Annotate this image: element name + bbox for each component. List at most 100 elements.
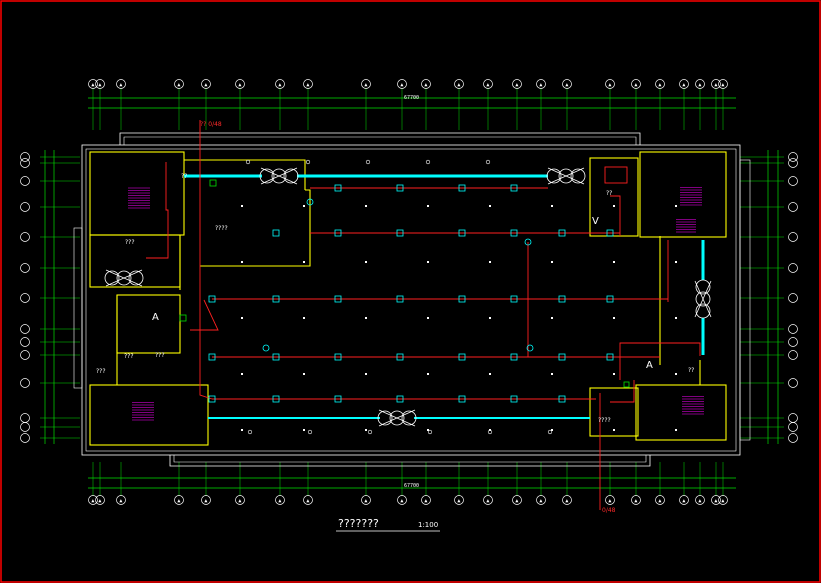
grid-bubble-left [20, 350, 30, 360]
damper-circle [401, 410, 417, 426]
grid-bubble-bottom-mark: ▲ [515, 498, 518, 504]
grid-bubble-bottom-mark: ▲ [278, 498, 281, 504]
sprinkler-valve [606, 229, 614, 237]
grid-bubble-bottom-mark: ▲ [457, 498, 460, 504]
grid-bubble-top [605, 79, 615, 89]
grid-bubble-bottom-mark: ▲ [177, 498, 180, 504]
grid-bubble-bottom-mark: ▲ [400, 498, 403, 504]
ceiling-light [365, 429, 367, 431]
damper-diag [694, 280, 712, 318]
sprinkler-valve [396, 353, 404, 361]
pipe-node [524, 238, 532, 246]
ceiling-light [613, 261, 615, 263]
grid-bubble-top [679, 79, 689, 89]
grid-bubble-bottom [235, 495, 245, 505]
grid-bubble-right [788, 378, 798, 388]
room-sw [89, 384, 209, 446]
ceiling-light [427, 429, 429, 431]
ceiling-light [551, 261, 553, 263]
overall-dimension-top: 67700 [404, 95, 419, 101]
ceiling-light [427, 205, 429, 207]
ceiling-fixture [485, 159, 491, 165]
ceiling-fixture [247, 429, 253, 435]
door-label-a2: A [646, 360, 653, 371]
grid-bubble-left [20, 202, 30, 212]
grid-bubble-left [20, 433, 30, 443]
grid-bubble-bottom-mark: ▲ [608, 498, 611, 504]
grid-bubble-top [201, 79, 211, 89]
grid-bubble-bottom-mark: ▲ [91, 498, 94, 504]
room-se [635, 384, 727, 441]
grid-bubble-right [788, 324, 798, 334]
room-ne-inner [589, 157, 639, 237]
sprinkler-valve [334, 229, 342, 237]
grid-bubble-top-mark: ▲ [177, 82, 180, 88]
east-wing [739, 159, 751, 441]
damper-circle [546, 168, 562, 184]
damper-circle [695, 279, 711, 295]
sprinkler-valve [272, 395, 280, 403]
red-pipes [146, 120, 701, 510]
building-outline [73, 132, 751, 467]
grid-bubble-top-mark: ▲ [119, 82, 122, 88]
room-nw [89, 151, 185, 236]
ceiling-light [303, 373, 305, 375]
ceiling-light [303, 261, 305, 263]
roof-top-line [119, 132, 641, 145]
grid-bubble-top-mark: ▲ [364, 82, 367, 88]
drawing-title: ??????? [338, 517, 379, 530]
ceiling-light [241, 429, 243, 431]
grid-bubble-top-mark: ▲ [608, 82, 611, 88]
grid-bubble-bottom-mark: ▲ [306, 498, 309, 504]
sprinkler-valve [606, 295, 614, 303]
sprinkler-valve [558, 295, 566, 303]
riser-tag-top: ?? 0/48 [200, 121, 222, 128]
grid-bubble-bottom [679, 495, 689, 505]
pipe-node [262, 344, 270, 352]
riser-tag-bottom: 0/48 [602, 507, 616, 514]
pipe-diag [190, 299, 219, 331]
grid-bubble-bottom-mark: ▲ [714, 498, 717, 504]
sprinkler-valve [272, 229, 280, 237]
grid-bubble-top-mark: ▲ [721, 82, 724, 88]
ceiling-light [241, 317, 243, 319]
grid-bubble-left [20, 413, 30, 423]
sprinkler-valve [334, 295, 342, 303]
grid-bubble-top [536, 79, 546, 89]
ceiling-fixture [547, 429, 553, 435]
grid-bubble-bottom-mark: ▲ [424, 498, 427, 504]
grid-bubble-top [421, 79, 431, 89]
room-labels: ?? ??? ???? ??? ??? ?? ???? ??? ?? A A V… [96, 95, 694, 514]
damper-circle [377, 410, 393, 426]
walls [89, 151, 727, 446]
ceiling-fixture [425, 159, 431, 165]
grid-bubble-bottom [695, 495, 705, 505]
ceiling-light [303, 317, 305, 319]
grid-bubble-bottom [174, 495, 184, 505]
sprinkler-valve [272, 353, 280, 361]
grid-bubble-bottom-mark: ▲ [486, 498, 489, 504]
door-label-a: A [152, 312, 159, 323]
sprinkler-valve [558, 395, 566, 403]
ceiling-fixture [427, 429, 433, 435]
ceiling-light [427, 317, 429, 319]
damper-diag [547, 167, 585, 185]
room-label-2: ??? [125, 239, 135, 246]
grid-bubble-left [20, 324, 30, 334]
room-ne [639, 151, 727, 238]
ceiling-fixture [365, 159, 371, 165]
ceiling-light [489, 373, 491, 375]
grid-bubble-left [20, 152, 30, 162]
grid-bubble-top-mark: ▲ [486, 82, 489, 88]
ceiling-light [551, 205, 553, 207]
sprinkler-valve [458, 184, 466, 192]
damper-circle [695, 303, 711, 319]
ceiling-fixture [307, 429, 313, 435]
riser-box-ne [604, 166, 628, 184]
roof-top-line-2 [123, 136, 637, 145]
grid-bubble-right [788, 350, 798, 360]
grid-bubble-top [88, 79, 98, 89]
grid-bubble-bottom [275, 495, 285, 505]
room-label-6: ?? [688, 367, 694, 374]
grid-bubble-bottom [88, 495, 98, 505]
